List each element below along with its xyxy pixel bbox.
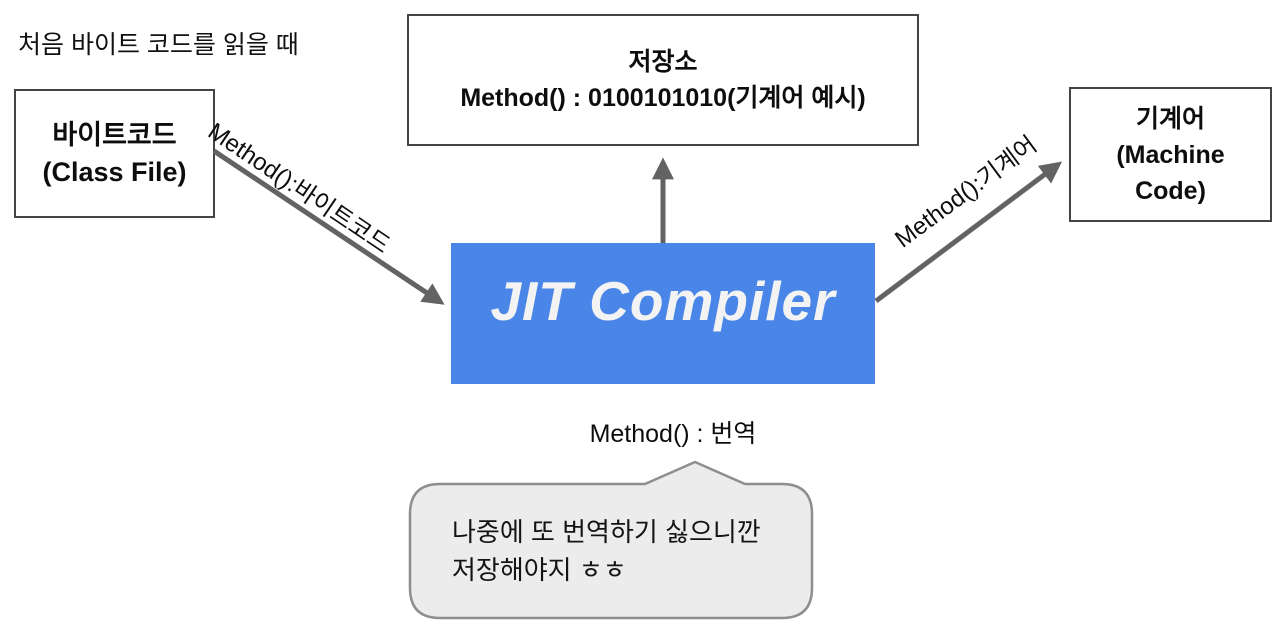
node-storage-sublabel: Method() : 0100101010(기계어 예시) xyxy=(460,84,866,112)
node-machine-sublabel: (Machine Code) xyxy=(1116,140,1225,205)
arrow-bytecode-to-jit-icon xyxy=(212,148,445,305)
node-machine-label: 기계어 xyxy=(1135,104,1205,133)
node-storage: 저장소 Method() : 0100101010(기계어 예시) xyxy=(407,14,919,146)
diagram-title: 처음 바이트 코드를 읽을 때 xyxy=(18,31,299,59)
speech-bubble-line1: 나중에 또 번역하기 싫으니깐 xyxy=(452,517,761,547)
node-bytecode: 바이트코드 (Class File) xyxy=(14,89,215,218)
node-storage-label: 저장소 xyxy=(628,48,698,76)
node-jit-compiler: JIT Compiler xyxy=(451,243,875,384)
edge-label-bytecode: Method():바이트코드 xyxy=(202,117,395,260)
speech-bubble-line2: 저장해야지 ㅎㅎ xyxy=(452,555,627,585)
edge-label-translate: Method() : 번역 xyxy=(589,420,757,448)
node-bytecode-sublabel: (Class File) xyxy=(42,156,187,187)
node-bytecode-label: 바이트코드 xyxy=(52,119,177,150)
speech-bubble-text: 나중에 또 번역하기 싫으니깐 저장해야지 ㅎㅎ xyxy=(452,513,761,589)
node-machine-code: 기계어 (Machine Code) xyxy=(1069,87,1272,222)
jit-compiler-label: JIT Compiler xyxy=(490,269,836,332)
